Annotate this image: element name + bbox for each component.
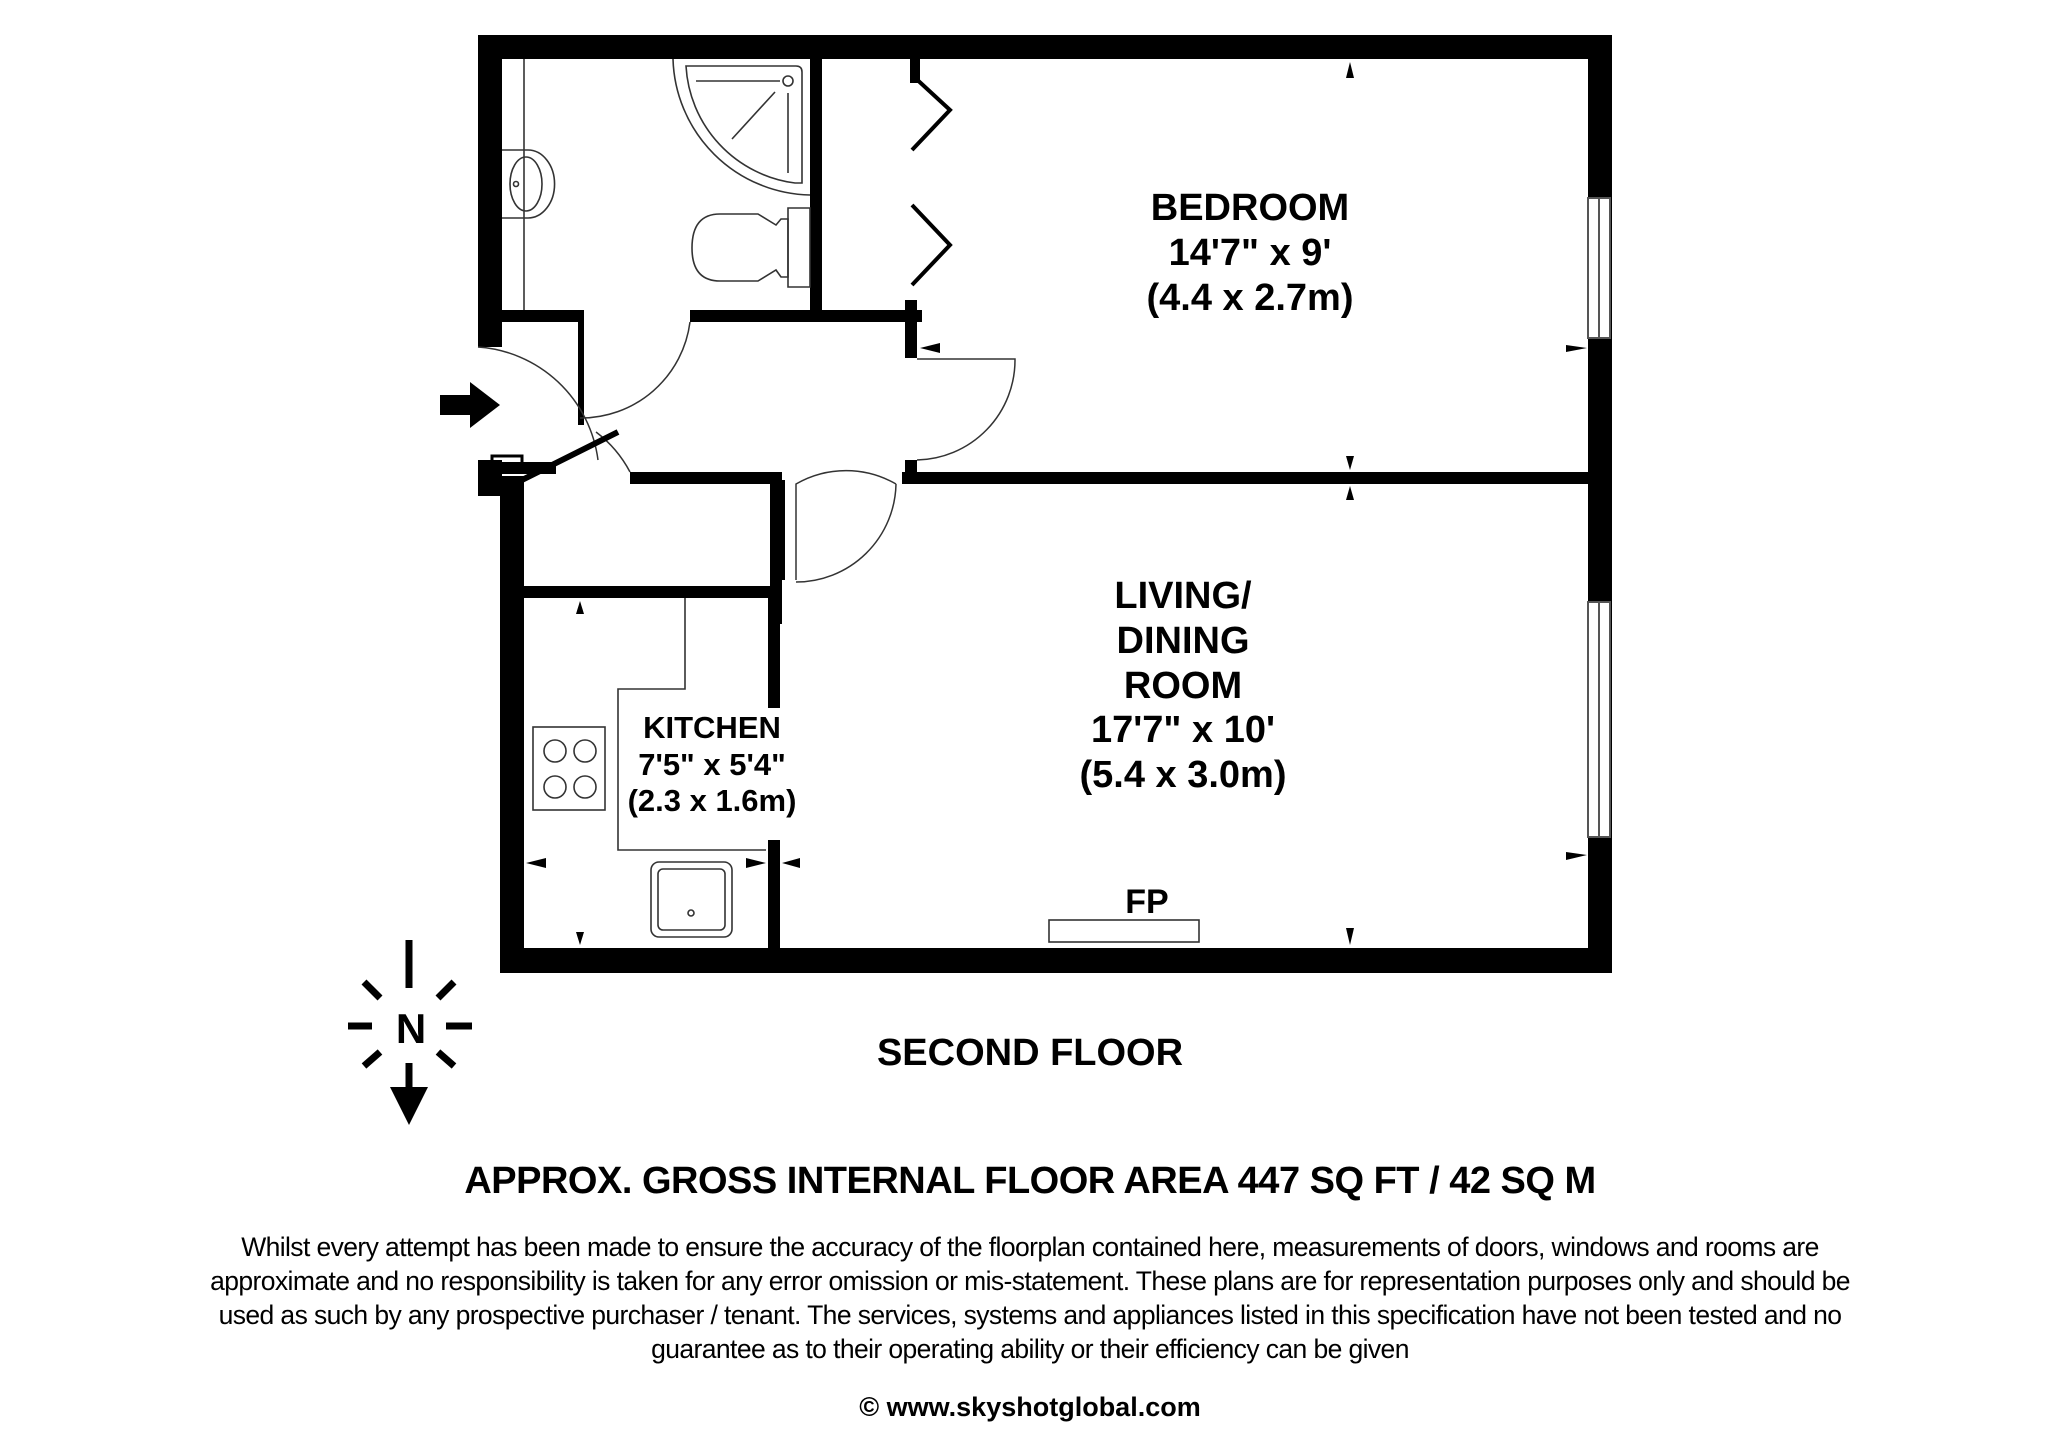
front-door-leaf — [518, 429, 620, 484]
living-dims-metric: (5.4 x 3.0m) — [1079, 754, 1287, 797]
bathroom-fixtures — [502, 58, 811, 310]
living-name-line3: ROOM — [1123, 664, 1243, 707]
bedroom-name: BEDROOM — [1150, 187, 1350, 229]
walls — [478, 35, 1612, 973]
kitchen-dims-imperial: 7'5" x 5'4" — [638, 746, 786, 782]
entrance-arrow-icon — [440, 382, 500, 428]
bedroom-label: BEDROOM 14'7" x 9' (4.4 x 2.7m) — [1147, 186, 1354, 320]
basin-icon — [502, 149, 556, 219]
door-swings — [477, 321, 1016, 583]
north-arrow-icon — [348, 940, 472, 1090]
sink-icon — [650, 861, 733, 938]
kitchen-fixtures — [532, 598, 766, 938]
bedroom-dims-imperial: 14'7" x 9' — [1168, 231, 1332, 274]
compass-letter: N — [395, 1005, 427, 1052]
copyright-link[interactable]: © www.skyshotglobal.com — [859, 1392, 1201, 1422]
disclaimer-text: Whilst every attempt has been made to en… — [210, 1232, 1850, 1364]
floor-title: SECOND FLOOR — [876, 1032, 1184, 1074]
floor-area-heading: APPROX. GROSS INTERNAL FLOOR AREA 447 SQ… — [464, 1160, 1596, 1202]
wardrobe-doors — [910, 73, 953, 287]
shower-icon — [672, 58, 811, 196]
toilet-icon — [787, 207, 811, 288]
bedroom-dims-metric: (4.4 x 2.7m) — [1146, 276, 1354, 319]
fireplace-label: FP — [1125, 883, 1169, 921]
kitchen-name: KITCHEN — [643, 710, 781, 745]
kitchen-label: KITCHEN 7'5" x 5'4" (2.3 x 1.6m) — [628, 710, 797, 820]
windows — [1587, 197, 1611, 838]
living-room-label: LIVING/ DINING ROOM 17'7" x 10' (5.4 x 3… — [1080, 574, 1287, 798]
fireplace-icon — [1048, 919, 1200, 943]
living-name-line1: LIVING/ — [1114, 575, 1252, 617]
living-name-line2: DINING — [1116, 619, 1250, 662]
kitchen-dims-metric: (2.3 x 1.6m) — [627, 783, 797, 819]
living-dims-imperial: 17'7" x 10' — [1090, 709, 1275, 752]
dimension-markers — [526, 62, 1587, 945]
hob-icon — [532, 726, 606, 811]
